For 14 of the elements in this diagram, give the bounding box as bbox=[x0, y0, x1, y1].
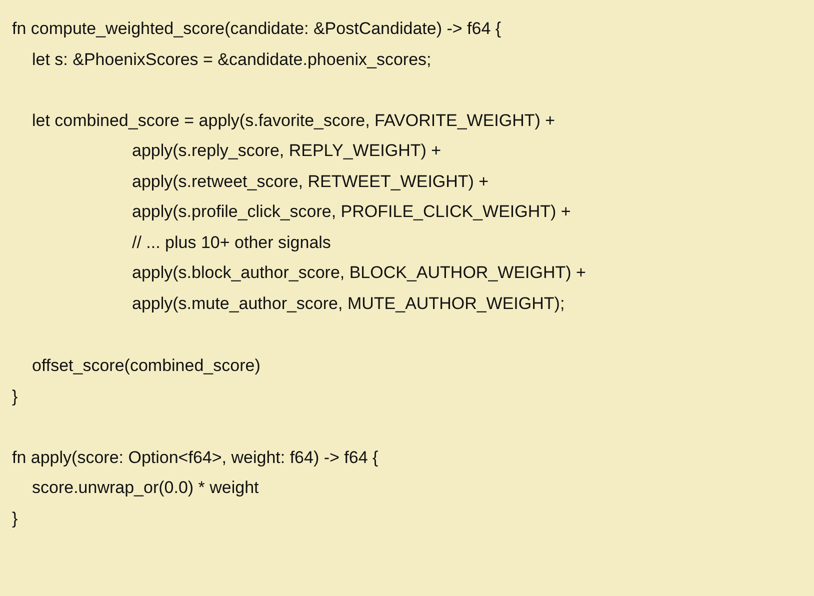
code-line: fn apply(score: Option<f64>, weight: f64) -> f64 { bbox=[12, 448, 378, 468]
code-comment: // ... plus 10+ other signals bbox=[132, 233, 331, 253]
code-line: offset_score(combined_score) bbox=[32, 356, 260, 376]
code-line: apply(s.block_author_score, BLOCK_AUTHOR_WEIGHT) + bbox=[132, 263, 586, 283]
code-line: } bbox=[12, 509, 18, 529]
code-line: apply(s.reply_score, REPLY_WEIGHT) + bbox=[132, 141, 442, 161]
code-line: } bbox=[12, 387, 18, 407]
code-line: apply(s.profile_click_score, PROFILE_CLICK_WEIGHT) + bbox=[132, 202, 571, 222]
code-line: let s: &PhoenixScores = &candidate.phoenix_scores; bbox=[32, 50, 432, 70]
code-line: score.unwrap_or(0.0) * weight bbox=[32, 478, 259, 498]
code-line: let combined_score = apply(s.favorite_score, FAVORITE_WEIGHT) + bbox=[32, 111, 556, 131]
code-line: apply(s.retweet_score, RETWEET_WEIGHT) + bbox=[132, 172, 489, 192]
code-line: apply(s.mute_author_score, MUTE_AUTHOR_WEIGHT); bbox=[132, 294, 565, 314]
code-line: fn compute_weighted_score(candidate: &PostCandidate) -> f64 { bbox=[12, 19, 502, 39]
